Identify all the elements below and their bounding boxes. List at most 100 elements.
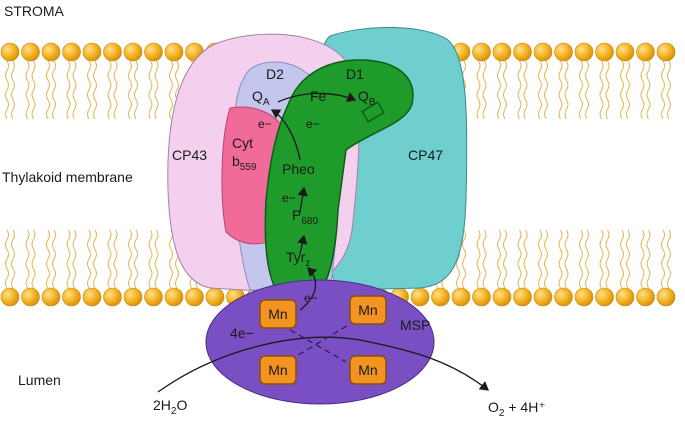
lipid-head [513,42,532,62]
lipid-head [41,42,61,62]
lipid-head [513,287,532,307]
lipid-tail [646,60,651,120]
lipid-tail [134,229,138,289]
lipid-tail [128,229,132,289]
lipid-head [164,42,184,62]
mn-atom: Mn [259,355,297,385]
lipid-tail [605,60,610,120]
lipid-tail [544,60,548,120]
msp-label: MSP [400,317,430,333]
d1-label: D1 [346,66,364,82]
lipid-head [144,42,163,62]
lipid-head [103,287,122,307]
lipid-tail [154,229,159,289]
lipid-head [21,287,40,307]
lipid-tail [544,229,548,289]
qb-binding-site [361,101,385,123]
lipid-tail [93,60,97,120]
lipid-head [82,42,102,62]
lipid-head [533,287,553,307]
water-label: 2H2O [153,397,187,417]
lipid-head [82,287,102,307]
lipid-tail [113,60,118,120]
lipid-head [615,287,635,307]
lipid-head [636,42,655,62]
lipid-tail [154,60,159,120]
oxygen-label: O2 + 4H⁺ [488,399,546,419]
lipid-tail [646,229,651,289]
lipid-head [595,287,614,307]
lipid-head [533,42,553,62]
lipid-tail [599,60,604,120]
lipid-head [472,42,491,62]
lipid-head [431,287,450,307]
mn-cluster-links [289,323,351,363]
lipid-tail [476,229,481,289]
qb-label: QB [358,88,376,108]
four-electrons-label: 4e− [230,325,254,341]
lipid-head [472,287,491,307]
lipid-tail [93,229,97,289]
lipid-tail [169,229,173,289]
pheo-label: Pheo [282,161,315,177]
cp43-label: CP43 [172,147,207,163]
lipid-tail [66,60,71,120]
lipid-head [492,42,512,62]
lipid-tail [585,229,589,289]
lipid-tail [5,229,9,289]
svg-text:Mn: Mn [358,362,377,378]
lipid-tail [11,60,15,120]
lipid-tail [538,229,542,289]
lipid-tail [482,229,487,289]
lipid-tail [523,60,528,120]
arrow-p680-to-pheo [297,186,308,213]
lipid-head [123,42,143,62]
lipid-head [451,287,471,307]
arrow-mn-to-tyr [299,267,318,311]
lipid-head [574,287,594,307]
lipid-head [62,42,81,62]
stroma-label: STROMA [4,3,65,19]
lipid-tail [503,60,507,120]
lipid-head [41,287,61,307]
lipid-tail [667,60,671,120]
lipid-tail [66,229,71,289]
electron-label: e− [306,117,320,131]
mn-atom: Mn [259,299,297,329]
lipid-tail [113,229,118,289]
lipid-tail [579,229,583,289]
lipid-tail [620,229,624,289]
lipid-tail [523,229,528,289]
lipid-head [62,287,81,307]
lipid-tail [482,60,487,120]
arrow-tyr-to-p680 [297,234,308,255]
lipid-tail [599,229,604,289]
lipid-tail [11,229,15,289]
lipid-head [595,42,614,62]
lipid-tail [107,60,112,120]
lipid-tail [25,229,30,289]
lipid-tail [72,229,77,289]
lipid-tail [585,60,589,120]
svg-text:Mn: Mn [268,362,287,378]
lipid-head [144,287,163,307]
p680-label: P680 [292,207,318,227]
lipid-tail [107,229,112,289]
lipid-tail [46,229,50,289]
lipid-tail [52,60,56,120]
lipid-head [21,42,40,62]
qa-label: QA [252,88,270,108]
cyt-b559-label: b559 [232,153,257,173]
lipid-tail [640,60,645,120]
electron-path [157,92,490,393]
electron-label: e− [282,191,296,205]
svg-text:Mn: Mn [358,302,377,318]
lipid-tail [626,229,630,289]
lipid-head [164,287,184,307]
svg-text:Mn: Mn [268,306,287,322]
lipid-head [492,287,512,307]
lipid-tail [31,60,36,120]
lipid-tail [517,60,522,120]
lipid-tail [87,229,91,289]
electron-label: e− [304,291,318,305]
